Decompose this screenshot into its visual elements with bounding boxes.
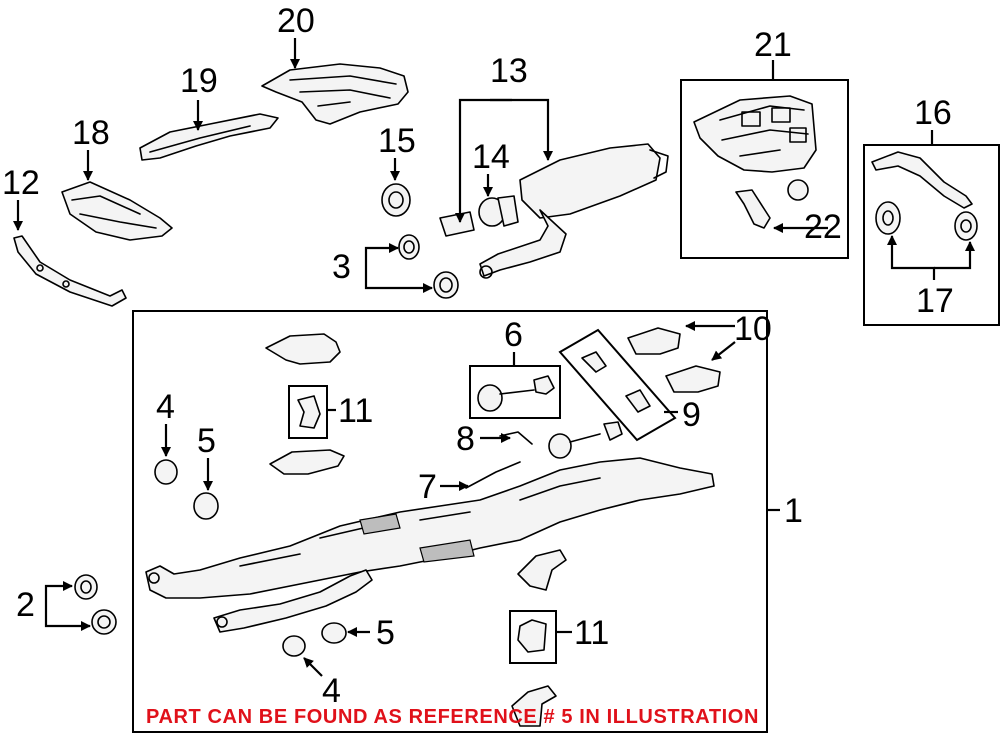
part-11-clamp-bottom	[517, 619, 547, 653]
part-3-gaskets	[398, 234, 459, 299]
label-15: 15	[378, 122, 416, 160]
part-14-clamp	[439, 195, 519, 237]
label-5-bottom: 5	[376, 614, 395, 652]
shield-mid-center	[269, 449, 345, 475]
label-6: 6	[504, 316, 523, 354]
label-5-left: 5	[197, 422, 216, 460]
part-4-clamp-left	[154, 459, 178, 485]
shield-bottom-center	[511, 685, 557, 727]
label-16: 16	[914, 94, 952, 132]
part-11-box-bottom	[509, 610, 557, 664]
label-9: 9	[682, 396, 701, 434]
label-22: 22	[804, 208, 842, 246]
part-15-grommet	[381, 183, 411, 217]
label-1: 1	[784, 492, 803, 530]
part-5-clamp-bottom	[321, 622, 347, 644]
label-12: 12	[2, 164, 40, 202]
label-4-left: 4	[156, 388, 175, 426]
label-7: 7	[418, 468, 437, 506]
part-7-rod	[465, 461, 521, 489]
part-11-clamp-top	[297, 395, 321, 429]
part-12-bracket	[13, 235, 127, 307]
label-4-bottom: 4	[322, 672, 341, 710]
shield-top-center	[265, 333, 341, 365]
shield-lower-center	[517, 549, 567, 591]
part-13-muffler	[479, 143, 669, 279]
part-17-grommets	[875, 201, 978, 241]
part-16-hanger	[871, 151, 973, 209]
label-20: 20	[277, 2, 315, 40]
part-4-clamp-bottom	[282, 635, 306, 657]
label-18: 18	[72, 114, 110, 152]
part-18-shield	[61, 181, 173, 241]
heat-shield-box	[680, 79, 849, 259]
main-assembly-box	[132, 310, 768, 733]
part-21-shield	[693, 95, 817, 173]
leader-lines	[13, 38, 975, 677]
label-14: 14	[472, 138, 510, 176]
part-20-shield	[261, 63, 409, 125]
part-1-exhaust-pipe	[145, 457, 715, 633]
part-22-bracket	[735, 179, 809, 229]
label-11-bottom: 11	[574, 614, 610, 652]
label-17: 17	[916, 282, 954, 320]
part-8-hanger	[499, 421, 623, 459]
part-19-shield	[139, 113, 279, 161]
part-9-box	[558, 328, 677, 442]
part-5-clamp-left	[193, 492, 219, 520]
part-10-shields	[627, 327, 721, 393]
part-6-hanger	[477, 375, 555, 412]
part-2-gaskets	[74, 574, 117, 635]
label-13: 13	[490, 52, 528, 90]
reference-note: PART CAN BE FOUND AS REFERENCE # 5 IN IL…	[146, 706, 759, 728]
label-3: 3	[332, 248, 351, 286]
label-19: 19	[180, 62, 218, 100]
label-8: 8	[456, 420, 475, 458]
label-10: 10	[734, 310, 772, 348]
part-11-box-top	[288, 385, 328, 439]
label-2: 2	[16, 586, 35, 624]
label-21: 21	[754, 26, 792, 64]
label-11-top: 11	[338, 392, 374, 430]
part-9-rubber	[581, 351, 651, 413]
